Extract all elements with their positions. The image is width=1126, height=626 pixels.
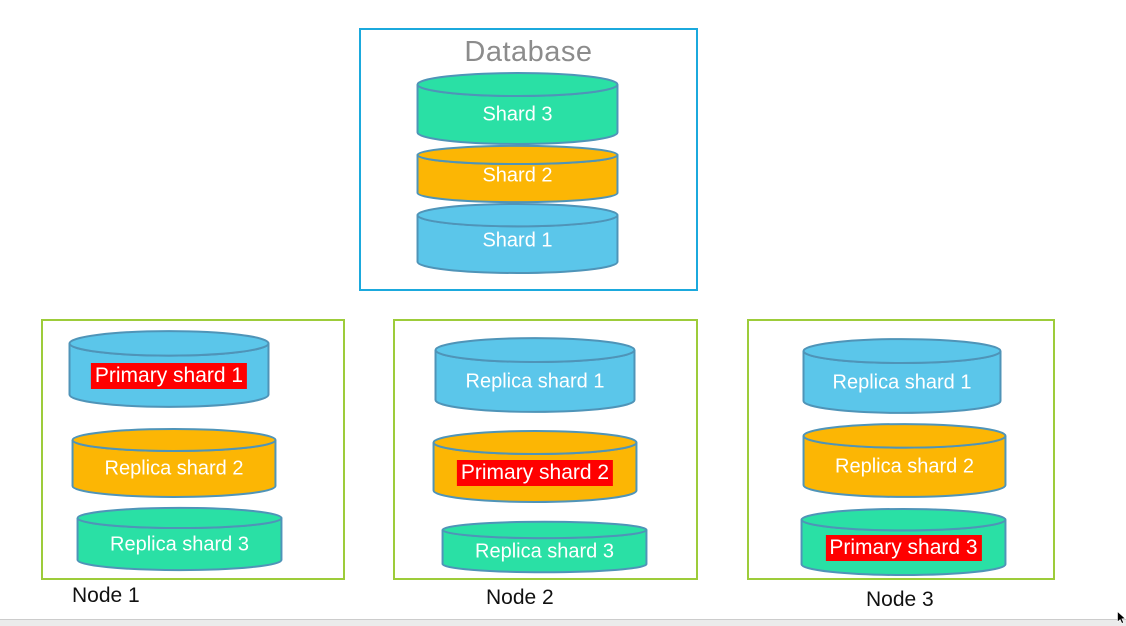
shard-label: Shard 2 bbox=[482, 164, 553, 187]
shard-label: Primary shard 1 bbox=[90, 363, 248, 390]
shard-label: Replica shard 1 bbox=[465, 370, 605, 393]
cylinder-icon bbox=[416, 72, 619, 145]
shard-label: Replica shard 1 bbox=[832, 371, 972, 394]
node-3-label: Node 3 bbox=[866, 588, 934, 611]
cylinder-icon bbox=[416, 203, 619, 274]
database-title: Database bbox=[464, 36, 593, 68]
mouse-cursor-icon bbox=[1117, 611, 1126, 624]
node-1-primary-shard-1-cylinder: Primary shard 1 bbox=[68, 330, 270, 408]
shard-label: Primary shard 2 bbox=[456, 460, 614, 487]
cylinder-icon bbox=[800, 508, 1007, 576]
cylinder-icon bbox=[71, 428, 277, 498]
cylinder-icon bbox=[434, 337, 636, 413]
shard-label: Shard 1 bbox=[482, 229, 553, 252]
cylinder-icon bbox=[76, 507, 283, 571]
shard-label: Replica shard 3 bbox=[110, 533, 249, 556]
cylinder-icon bbox=[416, 145, 619, 203]
node-3-replica-shard-2-cylinder: Replica shard 2 bbox=[802, 423, 1007, 498]
cylinder-icon bbox=[802, 338, 1002, 414]
node-3-replica-shard-1-cylinder: Replica shard 1 bbox=[802, 338, 1002, 414]
cylinder-icon bbox=[802, 423, 1007, 498]
node-2-primary-shard-2-cylinder: Primary shard 2 bbox=[432, 430, 638, 503]
node-3-primary-shard-3-cylinder: Primary shard 3 bbox=[800, 508, 1007, 576]
node-2-replica-shard-3-cylinder: Replica shard 3 bbox=[441, 521, 648, 573]
node-2-label: Node 2 bbox=[486, 586, 554, 609]
node-1-box: Primary shard 1 Replica shard 2 Replica … bbox=[41, 319, 345, 580]
database-shard-1-cylinder: Shard 1 bbox=[416, 203, 619, 274]
node-2-box: Replica shard 1 Primary shard 2 Replica … bbox=[393, 319, 698, 580]
shard-label: Replica shard 3 bbox=[475, 540, 614, 563]
database-box: Database Shard 3 Shard 2 Shard 1 bbox=[359, 28, 698, 291]
node-2-replica-shard-1-cylinder: Replica shard 1 bbox=[434, 337, 636, 413]
database-shard-2-cylinder: Shard 2 bbox=[416, 145, 619, 203]
shard-label: Replica shard 2 bbox=[104, 457, 244, 480]
node-1-replica-shard-3-cylinder: Replica shard 3 bbox=[76, 507, 283, 571]
shard-label: Shard 3 bbox=[482, 103, 553, 126]
database-shard-3-cylinder: Shard 3 bbox=[416, 72, 619, 145]
shard-label: Primary shard 3 bbox=[825, 535, 982, 562]
shard-label: Replica shard 2 bbox=[835, 455, 974, 478]
node-3-box: Replica shard 1 Replica shard 2 Primary … bbox=[747, 319, 1055, 580]
node-1-label: Node 1 bbox=[72, 584, 140, 607]
node-1-replica-shard-2-cylinder: Replica shard 2 bbox=[71, 428, 277, 498]
cylinder-icon bbox=[441, 521, 648, 573]
horizontal-scrollbar[interactable] bbox=[0, 619, 1126, 626]
